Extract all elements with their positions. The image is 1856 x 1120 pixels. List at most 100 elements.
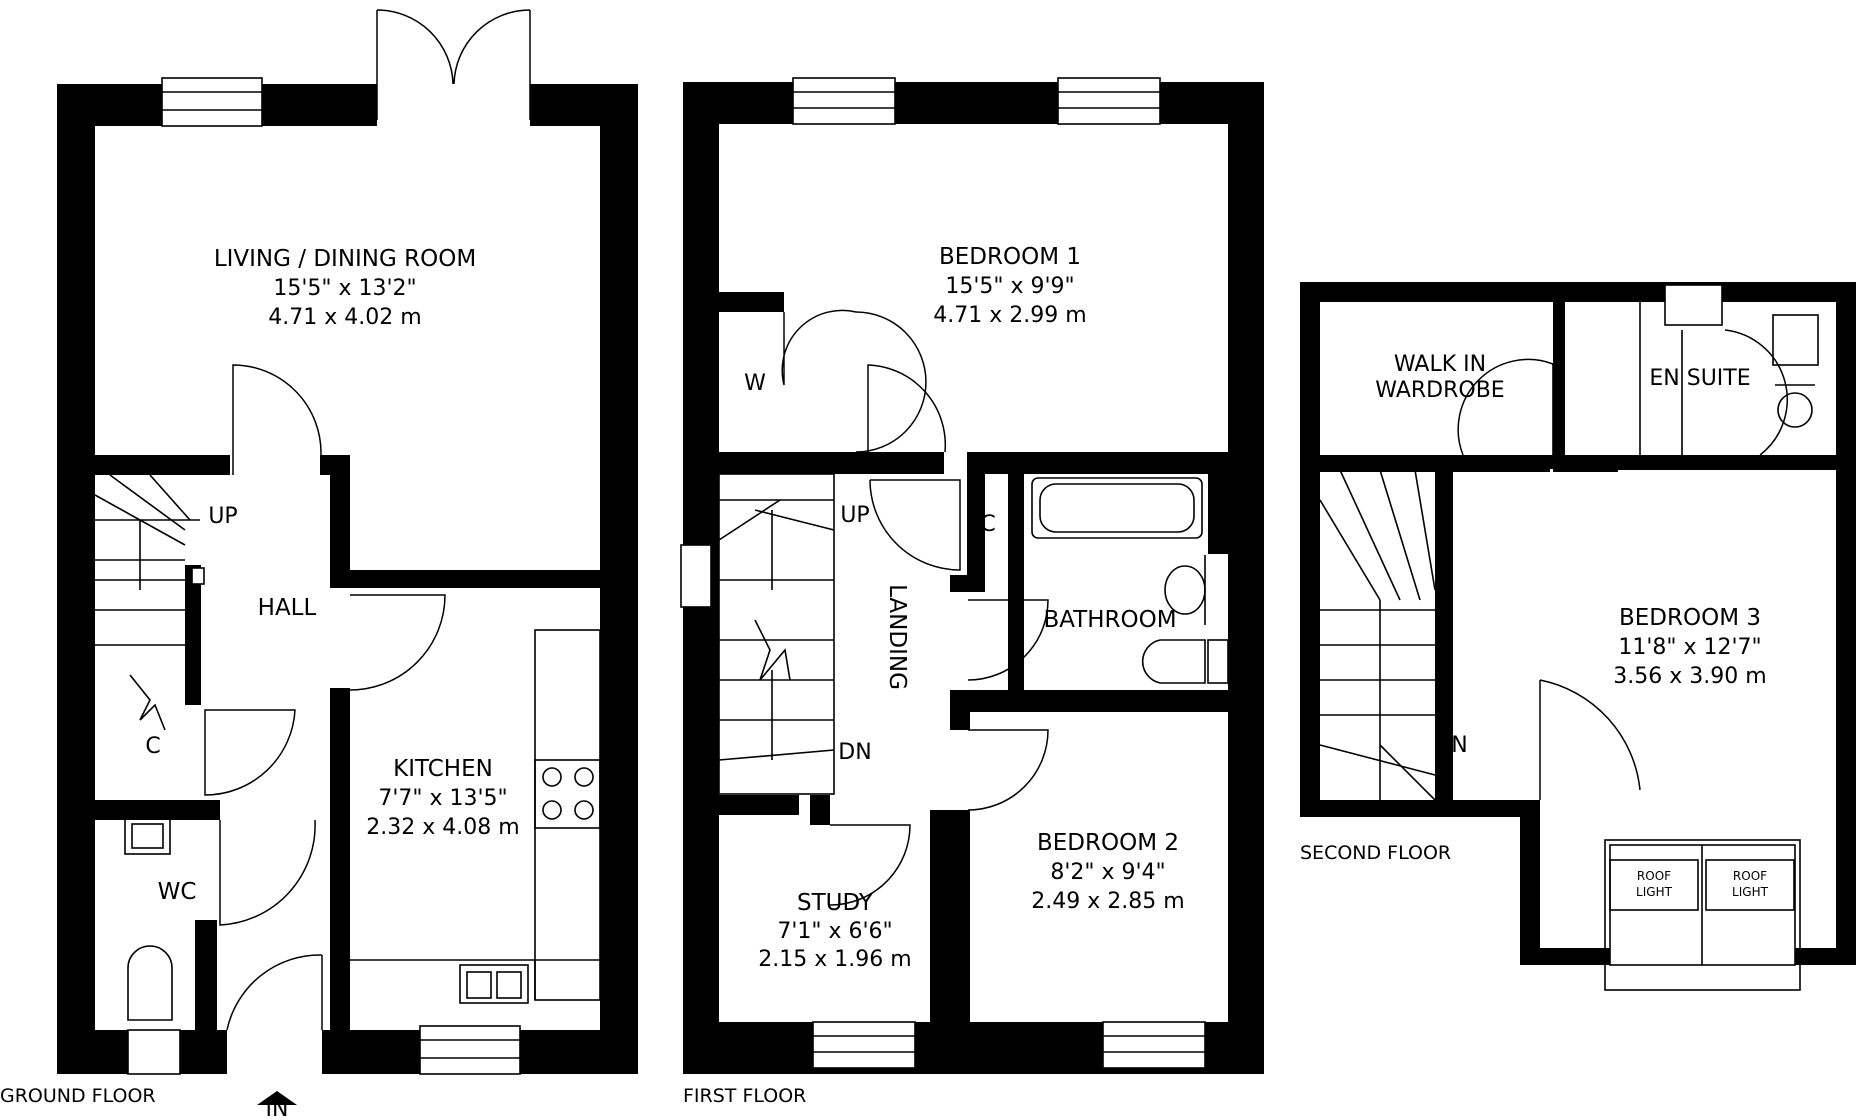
ff-window-bed2 xyxy=(1102,1021,1206,1069)
ff-staircase xyxy=(718,473,835,795)
gf-window-wc xyxy=(127,1029,181,1075)
ff-bed1-name: BEDROOM 1 xyxy=(939,244,1081,270)
ff-door-bathroom xyxy=(967,599,1049,681)
sf-staircase xyxy=(1319,469,1436,801)
ff-wall-bed2-left xyxy=(950,810,970,1025)
ff-wall-right xyxy=(1228,82,1264,1074)
gf-wall-left xyxy=(57,84,95,1074)
ff-wardrobe-label: W xyxy=(744,371,766,396)
gf-hob xyxy=(534,759,601,829)
ff-wall-bath-left xyxy=(1008,452,1024,702)
sf-wall-ensuite-bottom xyxy=(1562,455,1838,470)
gf-door-kitchen xyxy=(349,594,446,691)
sf-rooflight-left-line2: LIGHT xyxy=(1636,885,1673,899)
ff-wall-bed1-bottom-left xyxy=(719,452,944,474)
gf-wall-kitchen-side xyxy=(330,455,350,575)
ff-bed2-name: BEDROOM 2 xyxy=(1037,830,1179,856)
ff-wall-top xyxy=(683,82,1264,124)
ff-bath xyxy=(1031,477,1203,539)
gf-wall-wc-top xyxy=(95,800,220,820)
ff-bed1-metric: 4.71 x 2.99 m xyxy=(933,303,1086,328)
gf-patio-door-right xyxy=(453,9,531,120)
ff-wall-cupboard xyxy=(967,452,985,592)
sf-rooflight-right-line2: LIGHT xyxy=(1732,885,1769,899)
gf-living-imperial: 15'5" x 13'2" xyxy=(273,276,416,301)
ff-door-bed1 xyxy=(867,364,947,453)
sf-bed3-metric: 3.56 x 3.90 m xyxy=(1613,664,1766,689)
gf-wall-wc-side xyxy=(195,920,217,1030)
sf-walkin-line2: WARDROBE xyxy=(1375,378,1504,403)
gf-kitchen-metric: 2.32 x 4.08 m xyxy=(366,815,519,840)
gf-door-living xyxy=(232,364,322,475)
gf-door-cupboard xyxy=(204,709,296,796)
sf-wall-stair-side xyxy=(1435,455,1453,800)
sf-bed3-name: BEDROOM 3 xyxy=(1619,605,1761,631)
ff-window-bed1-right xyxy=(1057,77,1161,125)
ff-bed2-metric: 2.49 x 2.85 m xyxy=(1031,889,1184,914)
ff-stairs-down-label: DN xyxy=(838,740,871,765)
ff-door-cupboard xyxy=(869,479,961,571)
sf-wall-right xyxy=(1836,282,1856,965)
ff-toilet xyxy=(1141,639,1206,684)
gf-patio-door-left xyxy=(376,9,454,120)
second-floor-plan: WALK IN WARDROBE EN SUITE BEDROOM 3 11'8… xyxy=(1300,282,1856,991)
gf-wall-hall-top xyxy=(95,455,230,475)
gf-door-entrance xyxy=(226,954,323,1031)
sf-walkin-line1: WALK IN xyxy=(1394,352,1486,377)
sf-door-ensuite xyxy=(1724,329,1788,456)
ff-study-name: STUDY xyxy=(797,890,874,916)
gf-entrance-label: IN xyxy=(266,1097,289,1120)
gf-kitchen-imperial: 7'7" x 13'5" xyxy=(378,786,507,811)
ground-floor-plan: LIVING / DINING ROOM 15'5" x 13'2" 4.71 … xyxy=(0,9,638,1120)
gf-kitchen-name: KITCHEN xyxy=(393,756,493,782)
ff-window-study xyxy=(812,1021,916,1069)
gf-window-living xyxy=(161,77,263,127)
gf-cupboard-label: C xyxy=(145,734,160,759)
sf-bed3-imperial: 11'8" x 12'7" xyxy=(1618,635,1761,660)
ff-study-metric: 2.15 x 1.96 m xyxy=(758,947,911,972)
sf-rooflight-ensuite xyxy=(1664,284,1723,326)
gf-wall-stair-side xyxy=(185,565,201,705)
ff-bed1-imperial: 15'5" x 9'9" xyxy=(945,274,1074,299)
gf-wall-kitchen-top xyxy=(330,570,600,588)
gf-kitchen-sink xyxy=(459,964,529,1004)
gf-door-wc xyxy=(219,819,316,926)
ff-cupboard-label: C xyxy=(980,512,995,537)
ff-wall-bed1-bottom-right xyxy=(980,452,1230,474)
sf-ensuite-basin xyxy=(1777,392,1813,428)
ff-window-stair xyxy=(680,544,712,608)
sf-ensuite-toilet xyxy=(1772,314,1819,366)
sf-floor-label: SECOND FLOOR xyxy=(1300,842,1451,864)
sf-wall-top xyxy=(1300,282,1856,302)
ff-wall-bath-bottom xyxy=(950,690,1230,712)
ff-stairs-up-label: UP xyxy=(840,503,869,528)
gf-wall-kitchen-left xyxy=(330,688,350,1030)
ff-door-bed2 xyxy=(967,729,1049,811)
gf-wall-right xyxy=(600,84,638,1074)
sf-rooflight-left-line1: ROOF xyxy=(1637,869,1671,883)
ff-study-imperial: 7'1" x 6'6" xyxy=(777,919,892,944)
first-floor-plan: BEDROOM 1 15'5" x 9'9" 4.71 x 2.99 m W U… xyxy=(680,77,1264,1107)
sf-wall-left xyxy=(1300,282,1320,817)
gf-living-metric: 4.71 x 4.02 m xyxy=(268,305,421,330)
sf-door-wardrobe xyxy=(1457,358,1554,456)
gf-window-kitchen xyxy=(419,1025,521,1075)
ff-door-study xyxy=(829,824,911,906)
ff-window-bed1-left xyxy=(792,77,896,125)
sf-stairs-down-label: DN xyxy=(1434,733,1467,758)
ff-door-wardrobe xyxy=(781,309,857,386)
gf-hall-name: HALL xyxy=(258,595,317,621)
ff-wall-study-top xyxy=(719,795,799,815)
gf-living-name: LIVING / DINING ROOM xyxy=(214,246,476,272)
sf-wall-step xyxy=(1520,800,1540,965)
ff-landing-label: LANDING xyxy=(884,584,910,690)
ff-bathroom-name: BATHROOM xyxy=(1043,607,1176,633)
sf-door-bedroom3 xyxy=(1539,679,1641,800)
gf-toilet xyxy=(127,945,173,1021)
gf-stairs-up-label: UP xyxy=(208,504,237,529)
ff-floor-label: FIRST FLOOR xyxy=(683,1085,806,1107)
sf-wall-bottom-left xyxy=(1300,800,1530,817)
ff-bed2-imperial: 8'2" x 9'4" xyxy=(1050,860,1165,885)
sf-ensuite-name: EN SUITE xyxy=(1649,366,1750,391)
